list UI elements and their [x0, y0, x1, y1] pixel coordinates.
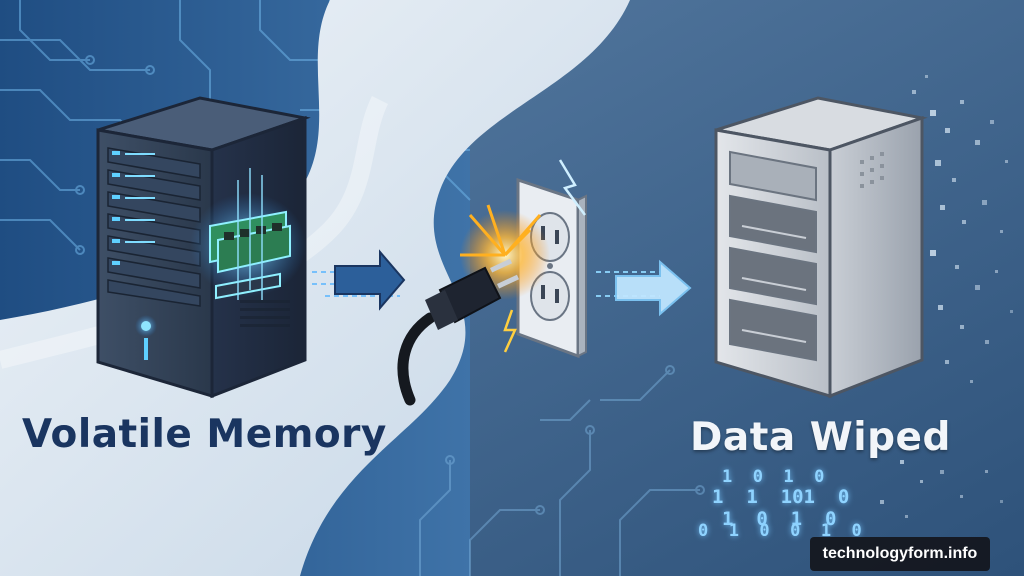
binary-row-1: 1 0 1 0 — [722, 467, 825, 487]
watermark-badge: technologyform.info — [810, 537, 990, 571]
data-wiped-label: Data Wiped — [690, 415, 951, 460]
binary-row-4: 0 1 0 0 1 0 — [698, 521, 862, 541]
binary-row-3: 1 0 1 0 — [722, 508, 837, 530]
server-powered — [96, 96, 311, 399]
arrow-to-wiped-server-icon — [596, 259, 692, 317]
light-wave — [0, 0, 630, 576]
server-wiped — [714, 96, 928, 399]
arrow-to-outlet-icon — [312, 249, 406, 311]
binary-row-2: 1 1 101 0 — [712, 486, 850, 508]
volatile-memory-label: Volatile Memory — [22, 412, 387, 457]
circuit-traces-right — [419, 365, 705, 576]
ram-modules-icon — [209, 210, 291, 300]
data-particles — [880, 75, 1013, 518]
power-plug-icon — [397, 258, 520, 406]
